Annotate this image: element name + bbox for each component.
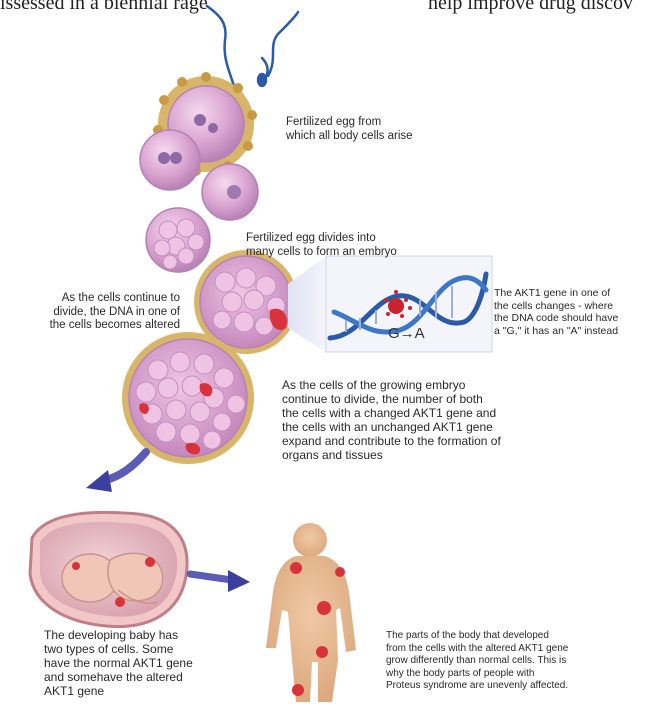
caption-line: the cells changes - where (494, 300, 618, 313)
caption-line: The parts of the body that developed (386, 630, 568, 643)
caption-line: and somehave the altered (44, 670, 193, 684)
dividing-cell (202, 164, 258, 220)
caption-line: The AKT1 gene in one of (494, 287, 618, 300)
caption-line: the cells with an unchanged AKT1 gene (282, 420, 501, 434)
caption-line: have the normal AKT1 gene (44, 656, 193, 670)
body-silhouette (266, 523, 356, 702)
caption-line: expand and contribute to the formation o… (282, 434, 501, 448)
caption-line: Fertilized egg divides into (246, 232, 397, 246)
arrow-embryo-to-fetus (86, 452, 146, 492)
caption-line: why the body parts of people with (386, 668, 568, 681)
growing-embryo (122, 332, 254, 464)
caption-fertilized-egg: Fertilized egg from which all body cells… (286, 116, 413, 143)
caption-uneven-growth: The parts of the body that developed fro… (386, 630, 568, 693)
caption-line: the DNA code should have (494, 312, 618, 325)
caption-line: which all body cells arise (286, 130, 413, 144)
mutation-label: G→A (388, 325, 425, 342)
caption-akt1-change: The AKT1 gene in one of the cells change… (494, 287, 618, 337)
caption-line: a "G," it has an "A" instead (494, 325, 618, 338)
caption-embryo-growth: As the cells of the growing embryo conti… (282, 378, 501, 462)
caption-line: many cells to form an embryo (246, 246, 397, 260)
caption-egg-divides: Fertilized egg divides into many cells t… (246, 232, 397, 259)
caption-line: from the cells with the altered AKT1 gen… (386, 643, 568, 656)
caption-line: Fertilized egg from (286, 116, 413, 130)
fetus-in-womb (30, 512, 187, 626)
caption-line: AKT1 gene (44, 684, 193, 698)
caption-line: The developing baby has (44, 628, 193, 642)
caption-line: two types of cells. Some (44, 642, 193, 656)
caption-line: grow differently than normal cells. This… (386, 655, 568, 668)
caption-line: organs and tissues (282, 448, 501, 462)
zygote-two-pronuclei (140, 130, 200, 190)
caption-line: divide, the DNA in one of (6, 306, 180, 320)
caption-line: As the cells continue to (6, 292, 180, 306)
morula (146, 208, 210, 272)
caption-line: As the cells of the growing embryo (282, 378, 501, 392)
caption-two-cell-types: The developing baby has two types of cel… (44, 628, 193, 698)
caption-dna-altered: As the cells continue to divide, the DNA… (6, 292, 180, 333)
caption-line: the cells becomes altered (6, 319, 180, 333)
caption-line: the cells with a changed AKT1 gene and (282, 406, 501, 420)
arrow-fetus-to-body (190, 570, 250, 592)
caption-line: continue to divide, the number of both (282, 392, 501, 406)
caption-line: Proteus syndrome are unevenly affected. (386, 680, 568, 693)
dna-zoom-callout: G→A (288, 256, 492, 352)
